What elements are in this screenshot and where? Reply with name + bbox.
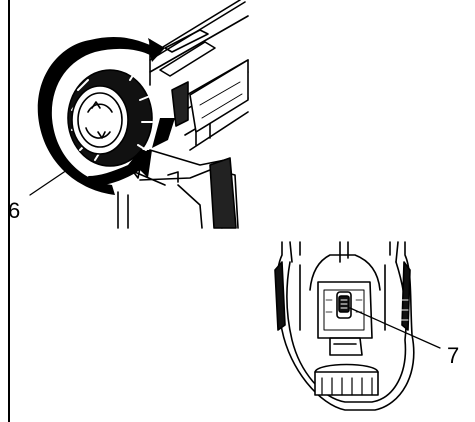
callout-6-leader: [29, 167, 71, 196]
callout-label-switch: 7: [447, 343, 460, 368]
tool-display-window: [189, 59, 249, 133]
rotation-arrow: [37, 37, 175, 195]
page-margin-rule: [8, 0, 10, 422]
switch-rear-illustration: [274, 241, 441, 411]
callout-label-dial: 6: [8, 198, 21, 223]
dial-knob: [67, 69, 153, 167]
callout-7-leader: [349, 307, 441, 349]
